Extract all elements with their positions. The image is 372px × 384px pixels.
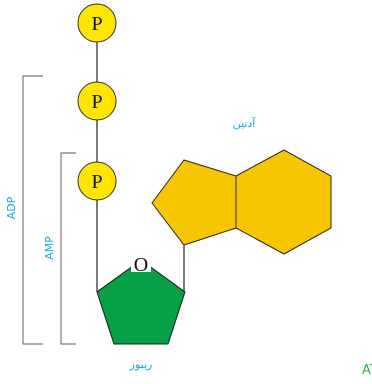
amp-bracket — [60, 152, 76, 345]
ribose-oxygen-label: O — [134, 254, 148, 276]
phosphate-group-3: P — [77, 161, 117, 201]
phosphate-group-2: P — [77, 81, 117, 121]
adenine-five-ring — [151, 159, 237, 246]
adenine-label: آدنین — [233, 116, 257, 130]
adp-label: ADP — [5, 196, 18, 219]
adenine-base — [151, 149, 332, 255]
ribose-oxygen-gap — [131, 254, 151, 272]
phosphate-label-2: P — [91, 91, 102, 113]
ribose-label: ریبوز — [129, 358, 153, 371]
adenine-six-ring — [235, 149, 332, 255]
ribose-ring — [96, 259, 186, 345]
figure-caption: شکل ۱ـ ساخته شدن ATP — [362, 363, 372, 378]
phosphate-group-1: P — [77, 3, 117, 43]
amp-label: AMP — [43, 236, 56, 260]
phosphate-label-3: P — [91, 171, 102, 193]
adp-bracket — [22, 75, 43, 345]
phosphate-label-1: P — [91, 13, 102, 35]
